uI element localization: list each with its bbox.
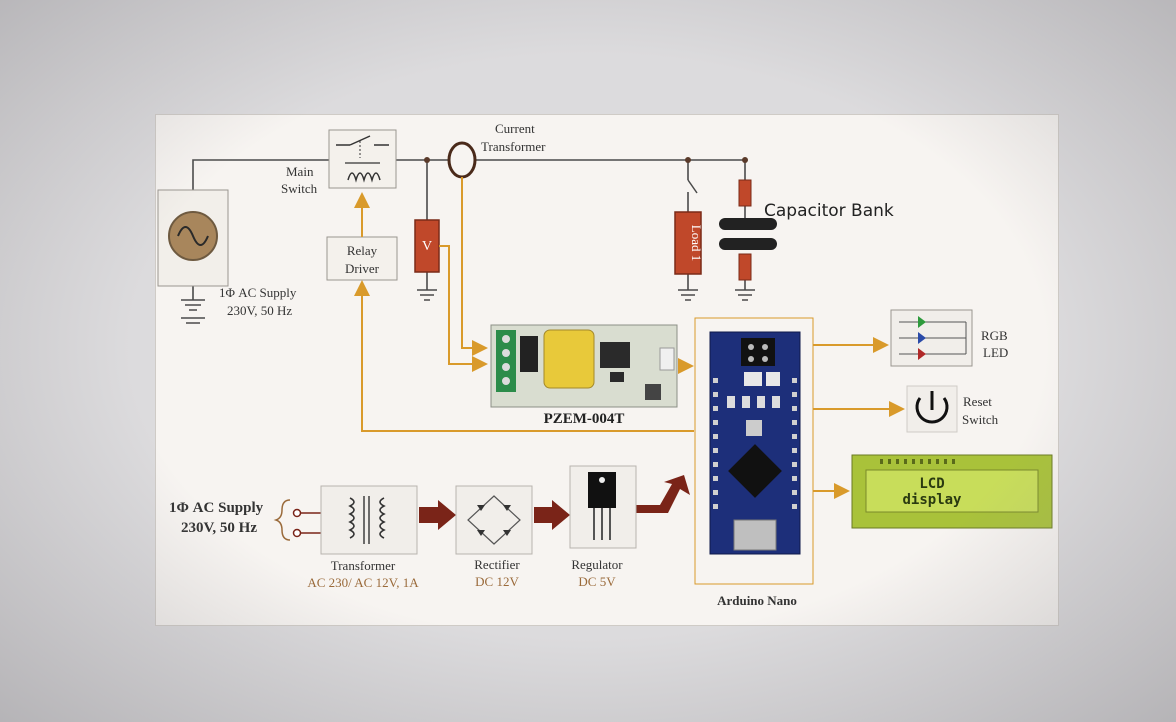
current-transformer (447, 141, 477, 179)
relay-driver-label-1: Relay (347, 243, 378, 258)
reset-switch (906, 385, 958, 433)
ac-supply-bottom-line1: 1Φ AC Supply (169, 500, 264, 516)
transformer-label-2: AC 230/ AC 12V, 1A (307, 575, 419, 590)
rgb-led-label-1: RGB (981, 328, 1008, 343)
ac-supply-bottom-line2: 230V, 50 Hz (181, 520, 257, 536)
capacitor-bank (719, 179, 777, 281)
voltmeter-label: V (422, 239, 432, 254)
current-transformer-label-1: Current (495, 121, 535, 136)
transformer-label-1: Transformer (331, 558, 396, 573)
reset-switch-label-2: Switch (962, 412, 999, 427)
ac-supply-top-line2: 230V, 50 Hz (227, 303, 292, 318)
mains-wiring (192, 159, 746, 300)
capacitor-bank-label: Capacitor Bank (764, 201, 894, 221)
main-switch-relay (328, 129, 397, 189)
voltmeter: V (414, 219, 440, 273)
arduino-label: Arduino Nano (717, 593, 797, 608)
load-switch (687, 179, 698, 194)
lcd-text-line2: display (902, 492, 962, 508)
pzem-label: PZEM-004T (544, 411, 625, 427)
regulator-label-1: Regulator (571, 557, 623, 572)
load-label: Load 1 (689, 225, 704, 261)
arduino-nano (694, 317, 814, 585)
rectifier-label-2: DC 12V (475, 574, 519, 589)
ac-supply-brace (273, 499, 291, 541)
main-switch-label-2: Switch (281, 181, 318, 196)
step-down-transformer (320, 485, 418, 555)
bridge-rectifier (455, 485, 533, 555)
ac-supply-top-line1: 1Φ AC Supply (219, 285, 297, 300)
relay-driver-label-2: Driver (345, 261, 380, 276)
ground-symbol-voltmeter (417, 289, 437, 301)
pzem-module (490, 324, 678, 408)
voltage-regulator (569, 465, 637, 549)
ground-symbol-load (678, 289, 698, 301)
rectifier-label-1: Rectifier (474, 557, 520, 572)
regulator-label-2: DC 5V (578, 574, 616, 589)
ac-source-top (157, 189, 229, 287)
rgb-led-label-2: LED (983, 345, 1008, 360)
ground-symbol-source (181, 299, 205, 324)
current-transformer-label-2: Transformer (481, 139, 546, 154)
load-1: Load 1 (674, 211, 704, 275)
main-switch-label-1: Main (286, 164, 314, 179)
lcd-text-line1: LCD (919, 476, 944, 492)
reset-switch-label-1: Reset (963, 394, 992, 409)
rgb-led (890, 309, 973, 367)
ground-symbol-capacitor (735, 289, 755, 301)
